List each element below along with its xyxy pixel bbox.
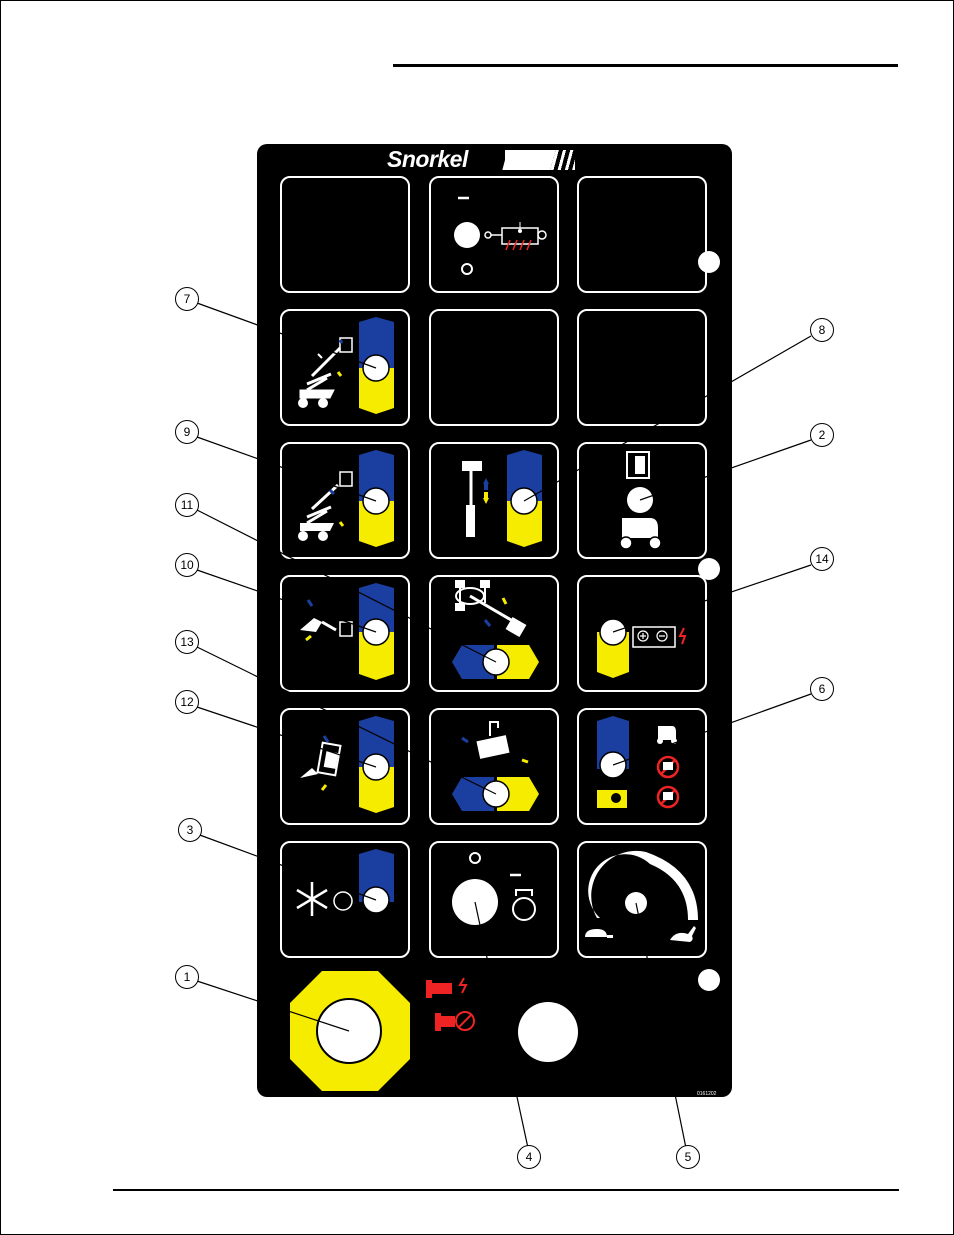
telescope-icon	[462, 450, 542, 547]
drive-enable-icon	[620, 452, 661, 549]
mount-hole-2	[698, 558, 720, 580]
callout-14: 14	[810, 547, 834, 571]
glow-plug-icon	[297, 849, 394, 916]
callout-2: 2	[810, 423, 834, 447]
platform-rotate-icon	[452, 722, 539, 811]
platform-jib-icon	[300, 583, 394, 680]
callout-4: 4	[517, 1145, 541, 1169]
platform-level-icon	[300, 716, 394, 813]
jib-icon	[298, 450, 394, 547]
mount-hole-3	[698, 969, 720, 991]
snowflake-icon	[297, 882, 327, 916]
callout-13: 13	[175, 630, 199, 654]
callout-3: 3	[178, 818, 202, 842]
emergency-stop-icon	[290, 971, 410, 1091]
engine-start-icon	[452, 853, 535, 925]
battery-icon	[597, 619, 685, 678]
callout-6: 6	[810, 677, 834, 701]
callout-5: 5	[676, 1145, 700, 1169]
generator-icon	[597, 716, 678, 808]
callout-7: 7	[175, 287, 199, 311]
callout-11: 11	[175, 493, 199, 517]
callout-leaders	[197, 303, 811, 1148]
callout-10: 10	[175, 553, 199, 577]
callout-9: 9	[175, 420, 199, 444]
power-off-icon	[518, 1002, 578, 1062]
platform-heater-icon	[454, 198, 546, 274]
callout-1: 1	[175, 965, 199, 989]
turtle-icon	[585, 929, 613, 938]
boom-raise-lower-icon	[298, 317, 394, 414]
callout-12: 12	[175, 690, 199, 714]
callout-8: 8	[810, 318, 834, 342]
estop-legend-icon	[426, 978, 474, 1031]
rabbit-icon	[670, 926, 696, 942]
mount-hole-1	[698, 251, 720, 273]
rotate-icon	[452, 580, 539, 679]
